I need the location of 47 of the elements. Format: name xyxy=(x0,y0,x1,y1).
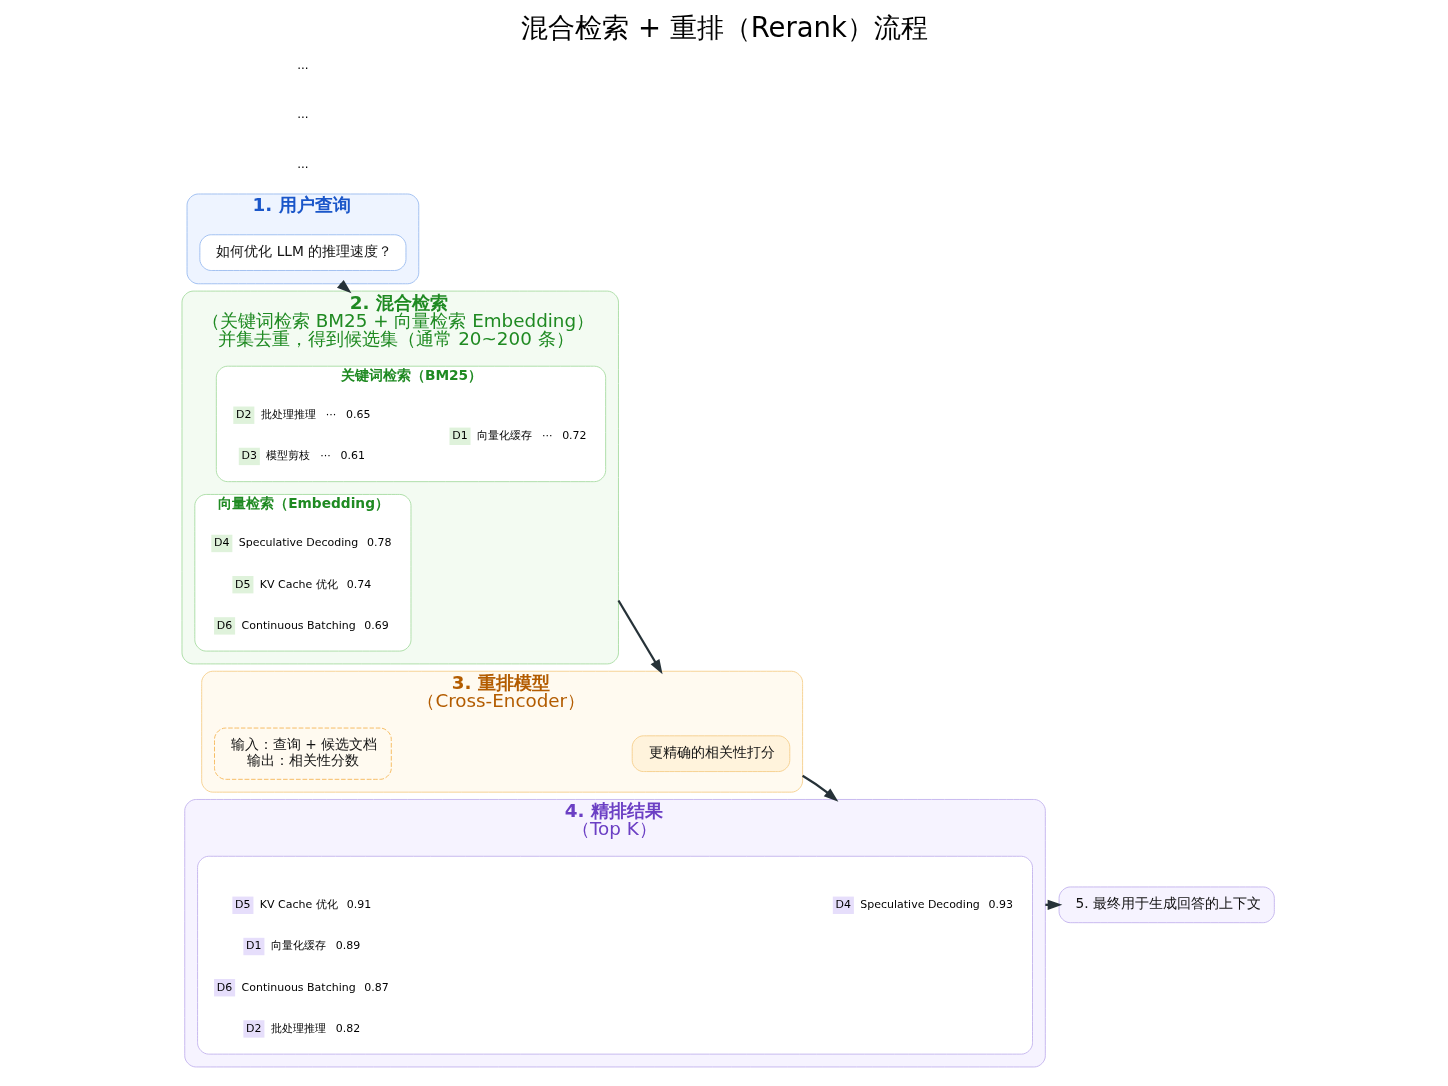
node-label: 0.78 xyxy=(366,536,391,550)
node-label: 0.93 xyxy=(988,898,1013,912)
node-label: 0.72 xyxy=(561,429,587,443)
node-box: 如何优化 LLM 的推理速度？ xyxy=(198,234,406,271)
node-box: D5 xyxy=(231,896,253,914)
node-label: Speculative Decoding xyxy=(859,898,980,912)
node-label: 批处理推理 xyxy=(270,1021,326,1035)
node-label: Continuous Batching xyxy=(241,980,356,994)
node-box: D4 xyxy=(210,534,232,553)
cluster xyxy=(196,855,1033,1055)
node-label: ··· xyxy=(319,449,331,463)
label: ... xyxy=(296,156,309,171)
diagram-title: 混合检索 + 重排（Rerank）流程 xyxy=(520,11,928,44)
node-label: 向量化缓存 xyxy=(270,939,326,953)
node-label: 模型剪枝 xyxy=(265,449,310,463)
node-box: D2 xyxy=(242,1020,264,1038)
arrow xyxy=(617,599,663,675)
node-label: 0.89 xyxy=(335,939,360,953)
node-label: 0.82 xyxy=(335,1021,360,1035)
node-label: 0.69 xyxy=(363,618,389,632)
node-box: D6 xyxy=(213,979,235,997)
arrow xyxy=(801,774,838,802)
node-box: D3 xyxy=(238,447,260,466)
node-label: 向量化缓存 xyxy=(476,429,532,443)
node-box: D2 xyxy=(232,406,254,424)
node-label: Continuous Batching xyxy=(241,618,356,632)
node-label: 0.87 xyxy=(363,980,389,994)
node-label: Speculative Decoding xyxy=(238,536,358,550)
node-label: 0.74 xyxy=(346,577,371,591)
node-label: KV Cache 优化 xyxy=(259,898,338,912)
node-label: 0.61 xyxy=(339,449,365,463)
node-label: ··· xyxy=(541,429,552,443)
node-label: 0.65 xyxy=(345,408,370,422)
node-label: 批处理推理 xyxy=(260,408,316,422)
label: ... xyxy=(296,107,309,122)
label: ... xyxy=(296,57,309,72)
node-box: 输入：查询 + 候选文档 输出：相关性分数 xyxy=(213,727,392,780)
node-box: D5 xyxy=(231,576,253,594)
node-box: D4 xyxy=(832,896,854,914)
node-box: D1 xyxy=(242,937,264,956)
node-box: 更精确的相关性打分 xyxy=(631,735,790,772)
node-label: 0.91 xyxy=(346,898,371,912)
node-box: D1 xyxy=(448,427,471,445)
node-label: ··· xyxy=(325,408,336,422)
node-box: D6 xyxy=(213,617,235,635)
node-box: 5. 最终用于生成回答的上下文 xyxy=(1058,886,1275,924)
node-label: KV Cache 优化 xyxy=(259,577,338,591)
